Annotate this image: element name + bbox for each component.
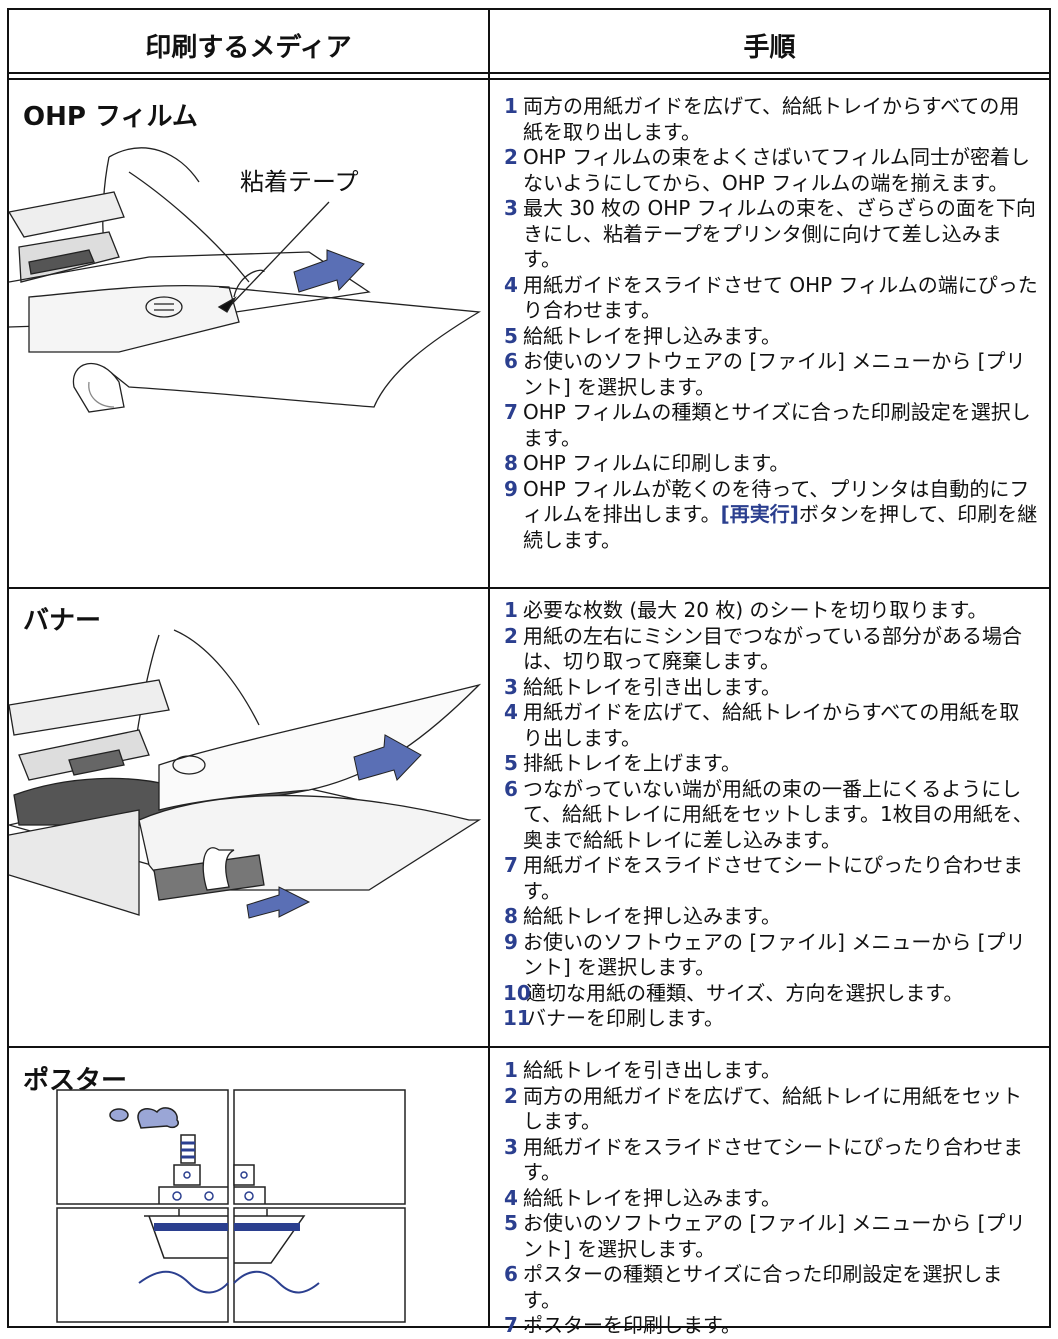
- header-procedure: 手順: [743, 32, 796, 63]
- poster-illustration: [56, 1089, 406, 1323]
- header-rule-1: [9, 72, 1049, 74]
- column-divider: [488, 10, 490, 1326]
- section-divider: [9, 587, 1049, 589]
- adhesive-tape-callout: 粘着テープ: [240, 168, 359, 196]
- section-title-banner: バナー: [23, 606, 102, 636]
- header-rule-2: [9, 78, 1049, 80]
- banner-illustration: [9, 629, 482, 919]
- section-divider: [9, 1046, 1049, 1048]
- section-title-ohp: OHP フィルム: [23, 102, 198, 132]
- ohp-illustration: [9, 147, 482, 413]
- retry-label: [再実行]: [720, 502, 799, 526]
- header-media: 印刷するメディア: [145, 32, 352, 63]
